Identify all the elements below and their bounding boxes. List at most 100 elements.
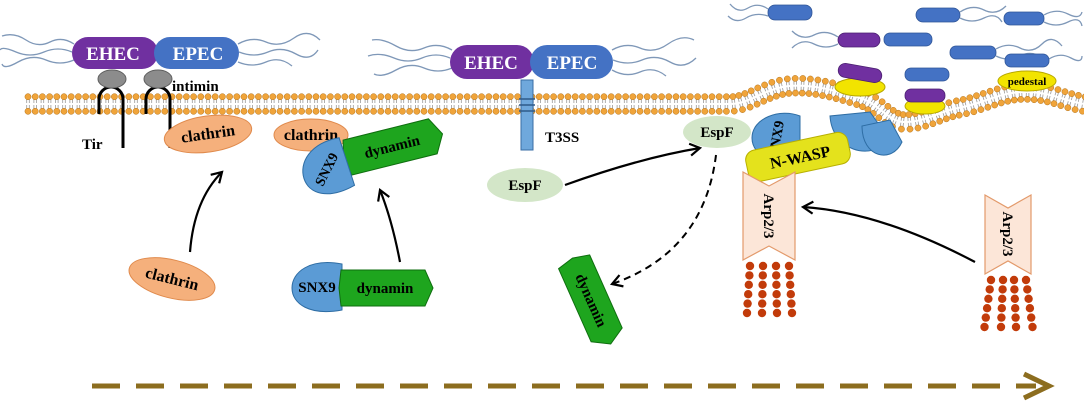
lipid-head <box>839 97 847 104</box>
timeline-arrow <box>92 371 1055 401</box>
lipid-head <box>154 93 161 101</box>
lipid-head <box>233 107 241 115</box>
lipid-head <box>622 93 629 101</box>
lipid-head <box>747 87 755 95</box>
lipid-head <box>391 107 399 115</box>
lipid-head <box>949 113 957 121</box>
lipid-head <box>643 93 651 101</box>
nwasp-shape <box>745 131 851 183</box>
lipid-head <box>701 107 709 115</box>
lipid-head <box>377 107 385 115</box>
lipid-head <box>39 107 46 115</box>
snx9-shape <box>861 119 903 156</box>
flagellum <box>1043 19 1083 27</box>
flagellum <box>611 37 695 51</box>
lipid-head <box>615 107 622 115</box>
lipid-head <box>399 93 406 101</box>
lipid-head <box>979 90 987 97</box>
lipid-head <box>730 107 738 115</box>
lipid-head <box>363 107 370 115</box>
lipid-head <box>723 93 730 101</box>
lipid-head <box>1044 98 1051 106</box>
lipid-head <box>427 107 435 115</box>
lipid-head <box>615 93 622 101</box>
lipid-head <box>776 76 783 84</box>
lipid-head <box>535 93 543 101</box>
lipid-head <box>973 92 980 100</box>
lipid-head <box>963 110 970 118</box>
actin-monomer <box>982 304 992 313</box>
lipid-head <box>399 107 406 115</box>
bacterium-purple <box>837 32 881 48</box>
lipid-head <box>226 107 233 115</box>
lipid-head <box>984 103 992 111</box>
lipid-head <box>821 77 829 85</box>
lipid-head <box>550 93 557 101</box>
lipid-head <box>413 93 421 101</box>
lipid-head <box>679 93 687 101</box>
actin-monomer <box>984 294 993 303</box>
actin-monomer <box>745 261 755 271</box>
lipid-head <box>991 101 998 109</box>
t3ss-label: T3SS <box>545 130 579 146</box>
lipid-head <box>853 101 860 108</box>
lipid-head <box>46 93 53 101</box>
epec-body <box>154 37 239 69</box>
lipid-head <box>636 107 644 115</box>
lipid-head <box>1061 88 1069 95</box>
recruitment-arrow-arp23 <box>800 200 976 263</box>
lipid-head <box>715 107 723 115</box>
lipid-head <box>672 107 680 115</box>
lipid-head <box>82 107 89 115</box>
lipid-head <box>607 107 615 115</box>
lipid-head <box>46 107 53 115</box>
flagellum <box>612 56 697 66</box>
lipid-head <box>761 81 768 89</box>
lipid-head <box>312 107 320 115</box>
lipid-head <box>1037 97 1045 104</box>
lipid-head <box>211 93 219 101</box>
lipid-head <box>636 93 644 101</box>
lipid-head <box>607 93 615 101</box>
espf-translocation-arrow <box>564 142 703 187</box>
dynamin-shape <box>557 254 623 345</box>
actin-monomer <box>758 290 767 299</box>
actin-monomer <box>743 299 752 308</box>
lipid-head <box>276 107 284 115</box>
lipid-head <box>629 107 637 115</box>
lipid-head <box>183 107 190 115</box>
actin-monomer <box>772 280 781 289</box>
actin-monomer <box>1011 313 1020 322</box>
flagellum <box>367 53 451 62</box>
lipid-head <box>766 95 774 102</box>
lipid-head <box>485 107 493 115</box>
lipid-head <box>586 93 593 101</box>
bacterium-blue <box>915 7 961 23</box>
flagellum <box>791 41 839 49</box>
flagellum <box>959 5 1007 13</box>
lipid-head <box>878 98 886 106</box>
lipid-head <box>197 93 205 101</box>
actin-monomer <box>772 271 781 280</box>
epec-label: EPEC <box>547 53 598 74</box>
lipid-head <box>305 107 313 115</box>
lipid-head <box>694 93 701 101</box>
bacterium-purple <box>837 62 883 84</box>
lipid-head <box>53 93 61 101</box>
lipid-head <box>175 107 183 115</box>
lipid-head <box>255 93 262 101</box>
lipid-head <box>384 107 392 115</box>
lipid-head <box>75 107 82 115</box>
lipid-head <box>478 107 485 115</box>
lipid-head <box>1030 96 1038 104</box>
lipid-head <box>1010 96 1018 104</box>
actin-monomer <box>786 280 795 289</box>
lipid-head <box>1071 106 1079 113</box>
ehec-label: EHEC <box>86 44 140 65</box>
arp23-shape <box>984 193 1032 276</box>
lipid-head <box>269 107 277 115</box>
lipid-head <box>190 107 197 115</box>
lipid-head <box>679 107 687 115</box>
lipid-head <box>31 93 39 101</box>
lipid-head <box>190 93 197 101</box>
